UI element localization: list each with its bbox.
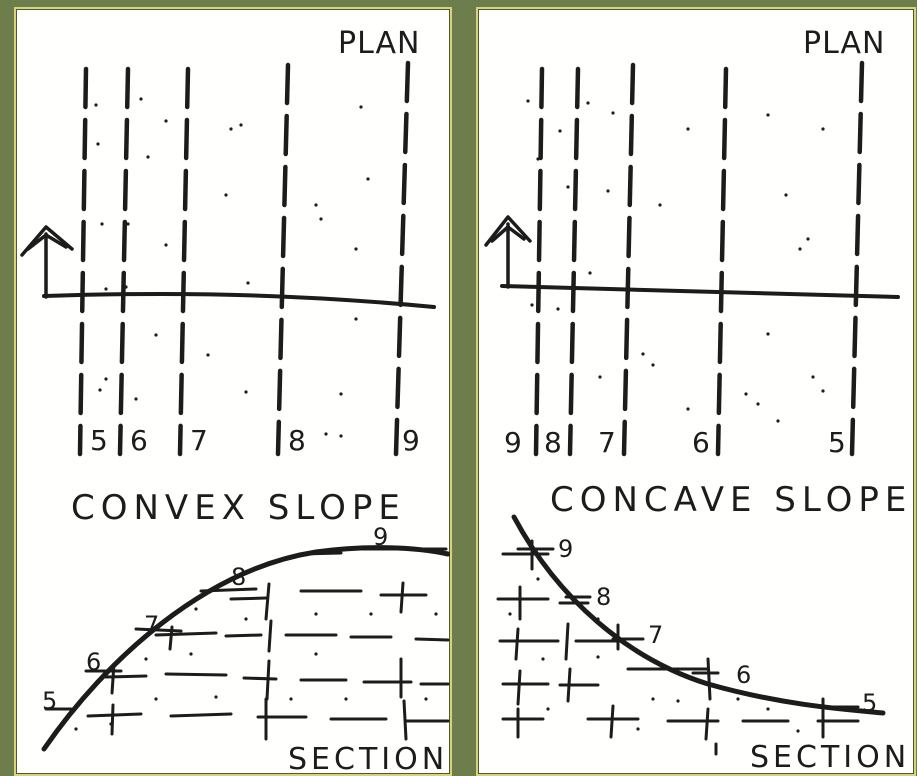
plan-contour-line-8 (567, 66, 581, 457)
section-contour-number: 6 (736, 661, 751, 689)
plan-contour-line-5 (77, 66, 89, 457)
plan-contour-line-9 (393, 60, 411, 457)
section-contour-number: 5 (42, 687, 57, 715)
section-label: SECTION (288, 742, 448, 774)
plan-baseline (500, 284, 900, 299)
plan-label: PLAN (338, 26, 420, 61)
plan-contour-line-6 (117, 66, 131, 457)
concave-slope-sketch: PLAN 9 8 7 (484, 26, 912, 774)
plan-contour-numbers: 9 8 7 6 5 (504, 426, 846, 459)
section-contour-number: 9 (558, 535, 573, 563)
plan-stipple (94, 97, 370, 438)
section-contour-number: 9 (373, 523, 388, 551)
section-stipple (508, 577, 850, 733)
section-contour-number: 8 (596, 583, 611, 611)
plan-baseline (42, 291, 436, 309)
section-label: SECTION (750, 740, 910, 774)
plan-contour-number: 8 (544, 426, 562, 459)
plan-contour-line-7 (177, 66, 191, 457)
section-contour-numbers: 5 6 7 8 9 (42, 523, 388, 715)
section-contour-ticks (44, 547, 403, 711)
plan-stipple (526, 99, 825, 423)
plan-contour-numbers: 5 6 7 8 9 (90, 424, 420, 457)
section-contour-number: 7 (648, 621, 663, 649)
section-contour-number: 8 (231, 563, 246, 591)
plan-contour-lines (77, 60, 411, 457)
slope-title: CONVEX SLOPE (71, 488, 406, 528)
slope-title: CONCAVE SLOPE (550, 480, 912, 520)
plan-contour-line-7 (621, 62, 636, 457)
plan-contour-number: 6 (130, 424, 148, 457)
plan-contour-line-6 (715, 66, 729, 457)
convex-slope-sketch: PLAN (20, 26, 450, 774)
plan-contour-number: 8 (288, 424, 306, 457)
section-hatching (86, 547, 450, 741)
plan-contour-number: 7 (190, 424, 208, 457)
plan-contour-lines (533, 60, 865, 457)
plan-contour-number: 5 (90, 424, 108, 457)
section-contour-numbers: 9 8 7 6 5 (558, 535, 877, 717)
section-contour-ticks (516, 547, 860, 709)
plan-contour-line-5 (849, 60, 865, 457)
plan-contour-number: 7 (598, 426, 616, 459)
section-contour-number: 6 (86, 648, 101, 676)
plan-contour-line-8 (275, 62, 291, 457)
concave-slope-panel: PLAN 9 8 7 (476, 7, 916, 776)
plan-label: PLAN (803, 26, 885, 61)
plan-contour-number: 6 (692, 426, 710, 459)
plan-contour-number: 5 (828, 426, 846, 459)
north-arrow-icon (20, 225, 74, 299)
plan-contour-line-9 (533, 66, 545, 457)
north-arrow-icon (484, 215, 532, 289)
section-stipple (74, 607, 438, 731)
convex-slope-panel: PLAN (14, 7, 452, 776)
section-contour-number: 5 (862, 689, 877, 717)
plan-contour-number: 9 (402, 424, 420, 457)
plan-contour-number: 9 (504, 426, 522, 459)
section-contour-number: 7 (144, 611, 159, 639)
